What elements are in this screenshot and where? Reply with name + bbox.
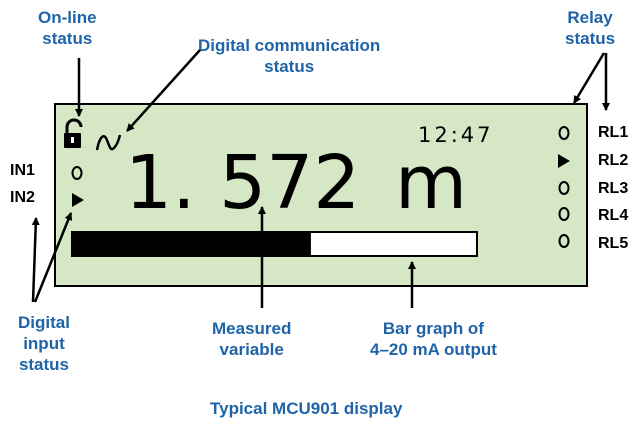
padlock-icon xyxy=(64,118,83,148)
relay-label-rl1: RL1 xyxy=(598,124,629,141)
output-bar-graph xyxy=(71,231,478,257)
relay-label-rl3: RL3 xyxy=(598,180,629,197)
relay-indicator-rl1-open-circle xyxy=(558,126,570,140)
input-indicator-in2-triangle xyxy=(72,193,84,207)
communication-wave-icon xyxy=(95,134,122,151)
input-label-in2: IN2 xyxy=(10,189,35,206)
relay-indicator-rl5-open-circle xyxy=(558,234,570,248)
digital-input-arrow-left xyxy=(31,217,40,303)
relay-label-rl2: RL2 xyxy=(598,152,629,169)
input-label-in1: IN1 xyxy=(10,162,35,179)
relay-indicator-rl2-triangle xyxy=(558,154,570,168)
relay-indicator-rl4-open-circle xyxy=(558,207,570,221)
measured-value: 1. 572 xyxy=(125,140,361,226)
input-indicator-in1-open-circle xyxy=(71,166,83,180)
relay-status-arrow-left xyxy=(572,52,606,104)
relay-label-rl5: RL5 xyxy=(598,235,629,252)
measured-unit: m xyxy=(395,140,468,226)
bar-graph-fill xyxy=(72,232,311,256)
relay-label-rl4: RL4 xyxy=(598,207,629,224)
clock-readout: 12:47 xyxy=(418,123,494,147)
relay-indicator-rl3-open-circle xyxy=(558,181,570,195)
digital-comm-arrow xyxy=(126,49,201,132)
figure-caption: Typical MCU901 display xyxy=(210,399,403,418)
digital-input-arrow-right xyxy=(33,212,73,303)
